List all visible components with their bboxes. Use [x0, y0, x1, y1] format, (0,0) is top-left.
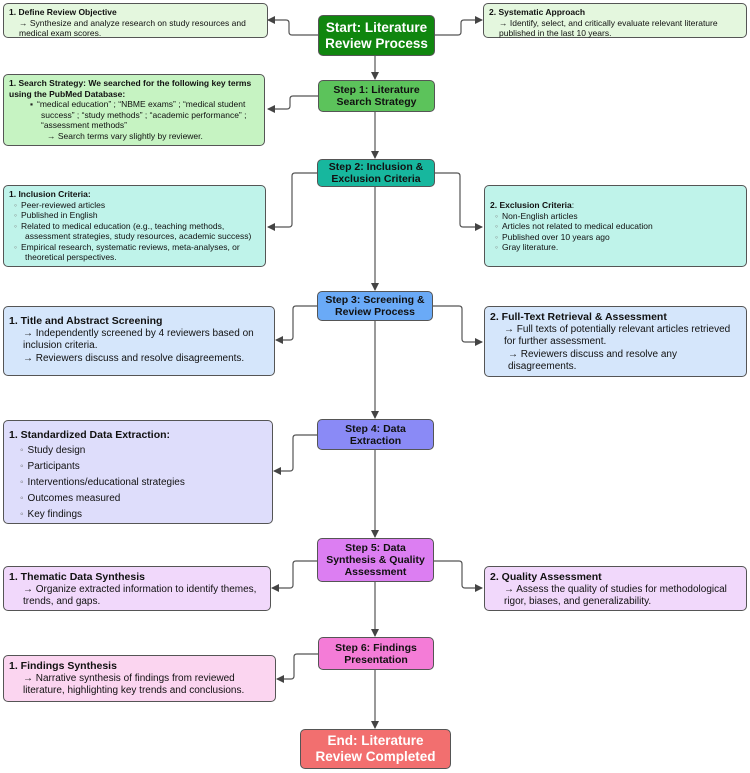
- objective-box: 1. Define Review Objective → Synthesize …: [3, 3, 268, 38]
- findings-title: 1. Findings Synthesis: [9, 660, 117, 672]
- end-label: End: Literature Review Completed: [315, 733, 436, 764]
- thematic-synthesis-box: 1. Thematic Data Synthesis → Organize ex…: [3, 566, 271, 611]
- arrow-step4-extraction: [273, 434, 317, 475]
- screening-line2: → Reviewers discuss and resolve disagree…: [23, 352, 245, 364]
- thematic-title: 1. Thematic Data Synthesis: [9, 571, 145, 583]
- quality-text: → Assess the quality of studies for meth…: [504, 583, 727, 608]
- quality-title: 2. Quality Assessment: [490, 571, 602, 583]
- extraction-item: Study design: [28, 443, 267, 459]
- inclusion-criteria-box: 1. Inclusion Criteria: Peer-reviewed art…: [3, 185, 266, 267]
- thematic-text: → Organize extracted information to iden…: [23, 583, 257, 608]
- arrow-step6-findings: [276, 653, 318, 683]
- search-strategy-box: 1. Search Strategy: We searched for the …: [3, 74, 265, 146]
- step4-label: Step 4: Data Extraction: [345, 422, 406, 447]
- quality-assessment-box: 2. Quality Assessment → Assess the quali…: [484, 566, 747, 611]
- exclusion-item: Articles not related to medical educatio…: [502, 221, 741, 232]
- exclusion-criteria-box: 2. Exclusion Criteria: Non-English artic…: [484, 185, 747, 267]
- objective-title: 1. Define Review Objective: [9, 7, 117, 17]
- extraction-item: Key findings: [28, 507, 267, 523]
- arrow-step3-fulltext: [433, 305, 483, 346]
- findings-text: → Narrative synthesis of findings from r…: [23, 672, 245, 697]
- step6-node: Step 6: Findings Presentation: [318, 637, 434, 670]
- systematic-text: → Identify, select, and critically evalu…: [499, 17, 718, 39]
- extraction-item: Outcomes measured: [28, 491, 267, 507]
- data-extraction-box: 1. Standardized Data Extraction: Study d…: [3, 420, 273, 524]
- step5-label: Step 5: Data Synthesis & Quality Assessm…: [326, 542, 425, 578]
- inclusion-title: 1. Inclusion Criteria:: [9, 189, 91, 199]
- exclusion-item: Non-English articles: [502, 211, 741, 222]
- extraction-item: Interventions/educational strategies: [28, 475, 267, 491]
- arrow-step3-screening: [275, 305, 317, 344]
- search-note: → Search terms vary slightly by reviewer…: [47, 130, 203, 141]
- inclusion-item: Empirical research, systematic reviews, …: [21, 242, 260, 263]
- inclusion-item: Related to medical education (e.g., teac…: [21, 221, 260, 242]
- fulltext-title: 2. Full-Text Retrieval & Assessment: [490, 311, 667, 323]
- inclusion-item: Published in English: [21, 210, 260, 221]
- exclusion-title-suffix: :: [571, 200, 575, 210]
- step2-label: Step 2: Inclusion & Exclusion Criteria: [328, 161, 424, 185]
- screening-title: 1. Title and Abstract Screening: [9, 315, 163, 327]
- arrow-step2-exclusion: [435, 172, 483, 231]
- arrow-step1-search: [267, 95, 318, 113]
- start-node: Start: Literature Review Process: [318, 15, 435, 56]
- fulltext-line1: → Full texts of potentially relevant art…: [504, 323, 731, 348]
- step3-node: Step 3: Screening & Review Process: [317, 291, 433, 321]
- findings-synthesis-box: 1. Findings Synthesis → Narrative synthe…: [3, 655, 276, 702]
- step2-node: Step 2: Inclusion & Exclusion Criteria: [317, 159, 435, 187]
- exclusion-heading: 2. Exclusion Criteria:: [490, 200, 741, 211]
- end-node: End: Literature Review Completed: [300, 729, 451, 769]
- step1-label: Step 1: Literature Search Strategy: [333, 84, 420, 108]
- step1-node: Step 1: Literature Search Strategy: [318, 80, 435, 112]
- screening-line1: → Independently screened by 4 reviewers …: [23, 327, 254, 352]
- step5-node: Step 5: Data Synthesis & Quality Assessm…: [317, 538, 434, 582]
- arrow-start-objective: [267, 16, 318, 36]
- title-abstract-screening-box: 1. Title and Abstract Screening → Indepe…: [3, 306, 275, 376]
- arrow-step2-inclusion: [267, 172, 317, 231]
- arrow-step5-quality: [434, 560, 483, 592]
- step4-node: Step 4: Data Extraction: [317, 419, 434, 450]
- start-label: Start: Literature Review Process: [325, 19, 428, 51]
- fulltext-line2: → Reviewers discuss and resolve any disa…: [508, 348, 677, 373]
- extraction-item: Participants: [28, 459, 267, 475]
- full-text-retrieval-box: 2. Full-Text Retrieval & Assessment → Fu…: [484, 306, 747, 377]
- arrow-start-systematic: [435, 16, 483, 36]
- exclusion-item: Published over 10 years ago: [502, 232, 741, 243]
- exclusion-title: 2. Exclusion Criteria: [490, 200, 572, 210]
- inclusion-item: Peer-reviewed articles: [21, 200, 260, 211]
- exclusion-item: Gray literature.: [502, 242, 741, 253]
- step3-label: Step 3: Screening & Review Process: [325, 294, 425, 318]
- objective-text: → Synthesize and analyze research on stu…: [19, 17, 246, 39]
- arrow-step5-thematic: [271, 560, 317, 592]
- systematic-box: 2. Systematic Approach → Identify, selec…: [483, 3, 747, 38]
- step6-label: Step 6: Findings Presentation: [335, 641, 417, 666]
- search-terms: “medical education” ; “NBME exams” ; “me…: [37, 99, 259, 131]
- extraction-title: 1. Standardized Data Extraction:: [9, 429, 171, 441]
- search-strategy-title: 1. Search Strategy: We searched for the …: [9, 78, 252, 99]
- systematic-title: 2. Systematic Approach: [489, 7, 586, 17]
